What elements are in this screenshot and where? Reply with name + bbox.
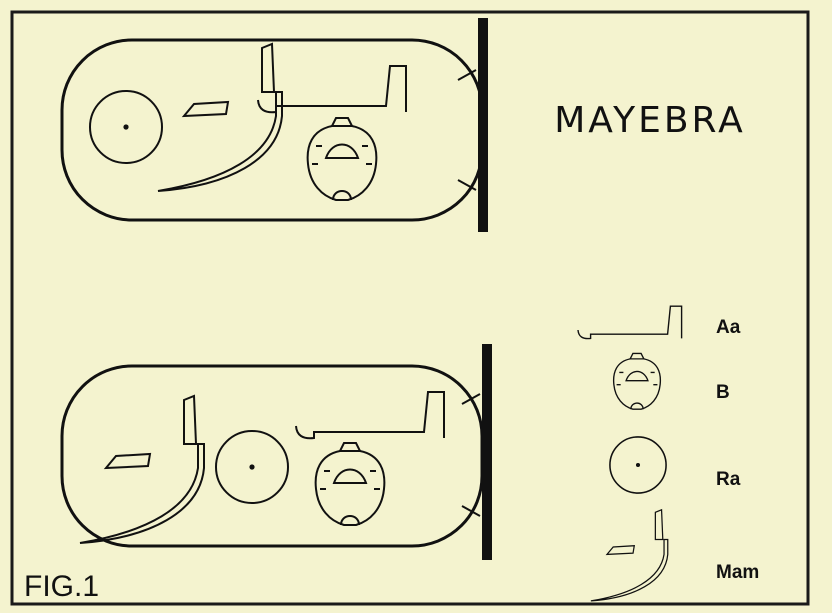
legend-item: B: [612, 352, 730, 410]
water-sign-icon: [257, 65, 407, 114]
jar-sign-icon: [306, 117, 378, 201]
legend-item: Aa: [577, 305, 741, 340]
legend: Aa B Ra Mam: [577, 305, 759, 602]
cartouche-bottom: [60, 344, 492, 560]
legend-item: Ra: [609, 436, 741, 494]
figure-label: FIG.1: [24, 570, 99, 603]
legend-label: Aa: [716, 317, 741, 338]
legend-label: B: [716, 382, 730, 403]
jar-sign-icon: [314, 442, 386, 526]
scythe-sign-icon: [79, 395, 205, 544]
jar-sign-icon: [612, 352, 662, 410]
cartouche-top: [60, 18, 488, 232]
legend-item: Mam: [590, 509, 759, 602]
legend-label: Mam: [716, 562, 759, 583]
figure-frame: [10, 10, 810, 606]
sun-disc-icon: [89, 90, 163, 164]
figure-title: MAYEBRA: [554, 100, 746, 141]
scythe-sign-icon: [157, 43, 283, 192]
water-sign-icon: [295, 391, 445, 440]
sun-disc-icon: [609, 436, 667, 494]
sun-disc-icon: [215, 430, 289, 504]
legend-label: Ra: [716, 469, 741, 490]
scythe-sign-icon: [590, 509, 669, 602]
water-sign-icon: [577, 305, 683, 340]
